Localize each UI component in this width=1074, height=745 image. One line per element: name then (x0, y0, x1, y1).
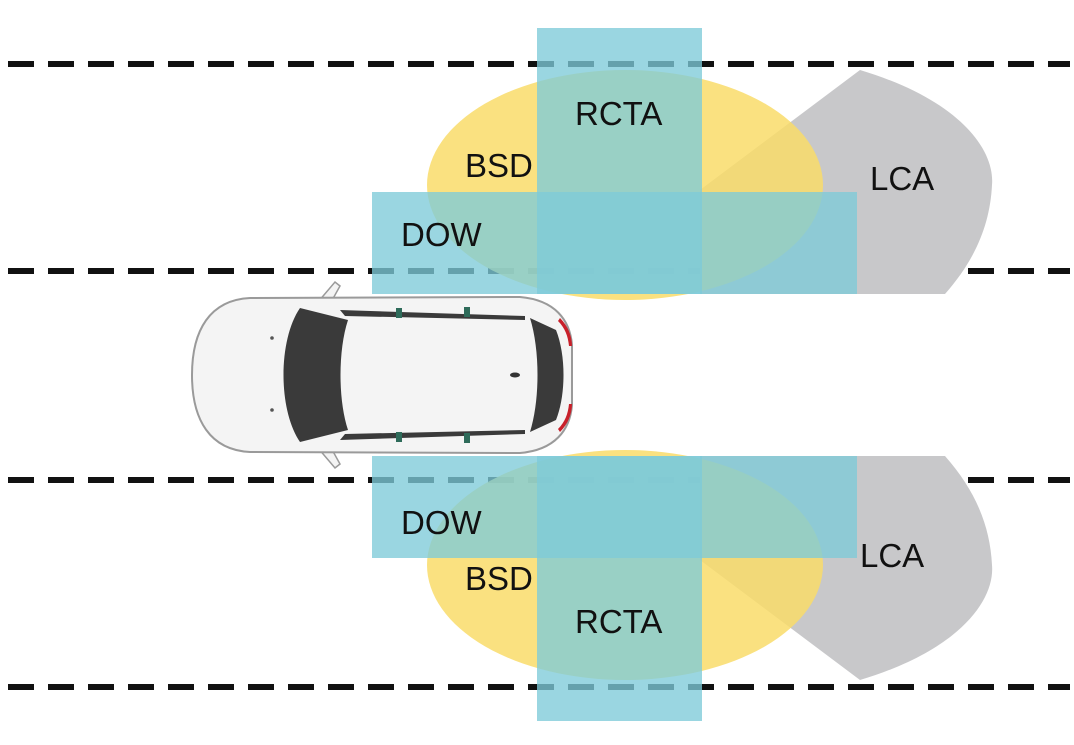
roof-antenna (510, 372, 520, 378)
side-window-top (340, 310, 525, 320)
rear-window (530, 318, 564, 432)
hood-dot-1 (270, 336, 274, 340)
pillar-top-2 (464, 307, 470, 317)
label-bsd-bottom: BSD (465, 560, 533, 597)
dow-zone-bottom (372, 456, 857, 558)
label-lca-top: LCA (870, 160, 934, 197)
pillar-bottom-1 (396, 432, 402, 442)
label-lca-bottom: LCA (860, 537, 924, 574)
label-dow-top: DOW (401, 216, 483, 253)
dow-zone-top (372, 192, 857, 294)
label-bsd-top: BSD (465, 147, 533, 184)
windshield (283, 308, 348, 442)
car-body (190, 295, 573, 455)
zone-labels: RCTA BSD DOW LCA DOW LCA BSD RCTA (401, 95, 934, 640)
label-rcta-bottom: RCTA (575, 603, 662, 640)
bottom-zones (372, 450, 993, 721)
pillar-bottom-2 (464, 433, 470, 443)
pillar-top-1 (396, 308, 402, 318)
car-top-view-icon (190, 280, 573, 470)
tail-light-top (558, 318, 572, 346)
top-zones (372, 28, 993, 300)
label-rcta-top: RCTA (575, 95, 662, 132)
label-dow-bottom: DOW (401, 504, 483, 541)
tail-light-bottom (558, 404, 572, 432)
hood-dot-2 (270, 408, 274, 412)
side-window-bottom (340, 430, 525, 440)
